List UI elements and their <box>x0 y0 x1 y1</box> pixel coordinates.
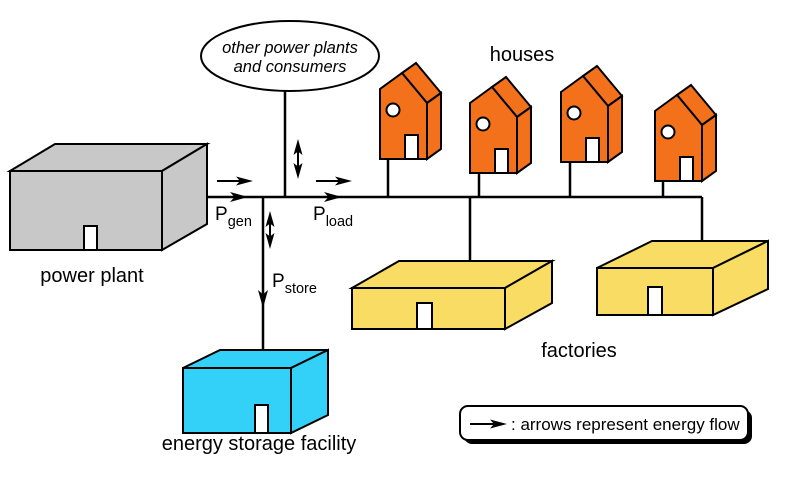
house-side <box>607 94 623 164</box>
storage-front-face <box>182 367 292 434</box>
bus-flow-arrowhead-right <box>324 192 342 202</box>
pload-flow-arrow-icon <box>316 176 352 202</box>
houses-group <box>379 61 718 183</box>
energy-flow-arrow-icon <box>470 419 507 429</box>
house-2 <box>469 75 533 175</box>
house-window <box>660 124 676 140</box>
storage-node <box>182 348 329 435</box>
factory-2 <box>596 239 769 317</box>
power-bus-lines <box>205 90 704 351</box>
houses-label: houses <box>490 44 555 66</box>
power-plant-label: power plant <box>40 265 144 287</box>
factory-door <box>647 286 663 316</box>
storage-label: energy storage facility <box>162 433 357 455</box>
house-3 <box>560 64 624 164</box>
storage-door <box>254 404 269 434</box>
pgen-label: Pgen <box>215 204 252 230</box>
factories-label: factories <box>541 340 617 362</box>
grid-bidirectional-arrow-icon <box>293 139 303 179</box>
house-window <box>475 116 491 132</box>
factory-1 <box>348 259 556 331</box>
bus-flow-arrowhead-left <box>230 192 248 202</box>
other-plants-node: other power plants and consumers <box>200 20 380 92</box>
house-window <box>385 102 401 118</box>
other-plants-label-line1: other power plants <box>222 39 358 57</box>
legend-frame <box>459 405 749 441</box>
power-plant-front-face <box>9 170 163 251</box>
house-side <box>516 105 532 175</box>
house-door <box>404 134 419 160</box>
storage-bidirectional-arrow-icon <box>265 211 275 249</box>
pstore-label: Pstore <box>272 271 317 297</box>
power-plant-door <box>83 225 98 251</box>
other-plants-label-line2: and consumers <box>234 58 347 76</box>
legend-box: : arrows represent energy flow <box>459 405 752 444</box>
house-4 <box>654 83 718 183</box>
pgen-flow-arrow-icon <box>217 176 253 202</box>
house-door <box>494 148 509 174</box>
power-plant-node <box>6 142 211 252</box>
house-door <box>679 156 694 182</box>
house-side <box>426 91 442 161</box>
factory-door <box>416 302 433 330</box>
house-1 <box>379 61 443 161</box>
pload-label: Pload <box>313 204 353 230</box>
house-door <box>585 137 600 163</box>
house-side <box>701 113 717 183</box>
legend-label: : arrows represent energy flow <box>511 415 740 434</box>
pstore-flow-arrowhead-icon <box>258 290 268 308</box>
house-window <box>566 105 582 121</box>
